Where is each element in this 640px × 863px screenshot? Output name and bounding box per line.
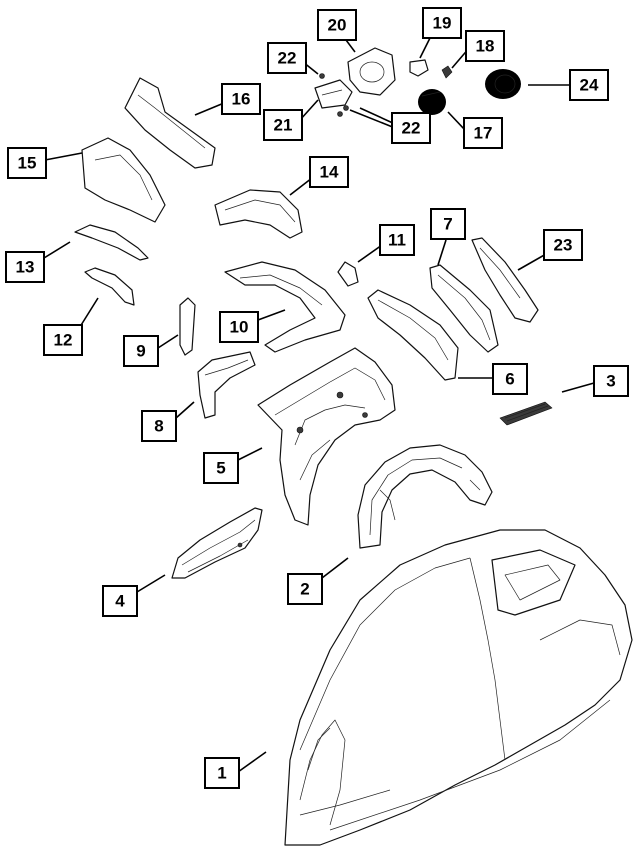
callout-10: 10 <box>219 311 259 343</box>
callout-1: 1 <box>204 757 240 789</box>
callout-18: 18 <box>465 30 505 62</box>
vent-grille <box>499 401 553 426</box>
callout-label: 21 <box>274 116 293 135</box>
callout-22a: 22 <box>267 42 307 74</box>
callout-label: 13 <box>16 258 35 277</box>
rear-panel-section <box>81 137 166 223</box>
rear-body-pillar-panel <box>429 264 499 353</box>
filler-bracket <box>314 79 353 109</box>
inner-quarter-panel <box>257 347 396 526</box>
callout-label: 1 <box>217 764 226 783</box>
callout-label: 9 <box>136 342 145 361</box>
callout-5: 5 <box>203 452 239 484</box>
callout-16: 16 <box>221 83 261 115</box>
callout-label: 6 <box>505 370 514 389</box>
callout-12: 12 <box>43 324 83 356</box>
callout-8: 8 <box>141 410 177 442</box>
callout-label: 23 <box>554 236 573 255</box>
callout-15: 15 <box>7 147 47 179</box>
callout-label: 4 <box>115 592 125 611</box>
callout-label: 12 <box>54 331 73 350</box>
c-pillar-reinforcement <box>471 237 539 323</box>
callout-22b: 22 <box>391 112 431 144</box>
callout-label: 11 <box>388 231 406 250</box>
fuel-door-clip <box>441 65 453 79</box>
callout-label: 7 <box>443 215 452 234</box>
callout-7: 7 <box>430 208 466 240</box>
roof-rail-panel <box>124 77 216 169</box>
leader-lines <box>43 35 595 773</box>
callout-label: 2 <box>300 580 309 599</box>
callout-label: 10 <box>230 318 249 337</box>
callout-24: 24 <box>569 69 609 101</box>
rail-extension-upper <box>74 224 149 261</box>
callout-20: 20 <box>317 9 357 41</box>
pillar-reinforcement <box>197 351 256 419</box>
callout-19: 19 <box>422 7 462 39</box>
wheelhouse-liner <box>357 444 493 549</box>
callout-label: 18 <box>476 37 495 56</box>
rear-rail-panel <box>367 289 459 381</box>
callout-17: 17 <box>463 117 503 149</box>
callout-14: 14 <box>309 156 349 188</box>
fuel-filler-housing <box>347 47 396 96</box>
callout-9: 9 <box>123 335 159 367</box>
callout-label: 19 <box>433 14 452 33</box>
callout-label: 20 <box>328 16 347 35</box>
callout-label: 22 <box>402 119 421 138</box>
fuel-door-ring <box>485 69 521 99</box>
sill-extension <box>171 507 263 579</box>
callout-label: 5 <box>216 459 225 478</box>
callout-label: 8 <box>154 417 163 436</box>
trunk-gutter-panel <box>214 189 303 239</box>
callout-label: 14 <box>320 163 339 182</box>
callout-4: 4 <box>102 585 138 617</box>
wheelhouse-outer <box>224 261 346 353</box>
small-bracket <box>337 261 359 287</box>
fuel-door-hinge <box>409 59 429 77</box>
rail-extension-lower <box>84 267 135 306</box>
callout-21: 21 <box>263 109 303 141</box>
callout-label: 22 <box>278 49 297 68</box>
callout-11: 11 <box>379 224 415 256</box>
callout-label: 15 <box>18 154 37 173</box>
fuel-door <box>418 89 446 115</box>
fasteners <box>319 73 349 117</box>
callout-6: 6 <box>492 363 528 395</box>
pillar-bracket <box>179 297 196 356</box>
callout-label: 17 <box>474 124 493 143</box>
callout-3: 3 <box>593 365 629 397</box>
callout-label: 16 <box>232 90 251 109</box>
callout-label: 3 <box>606 372 615 391</box>
callout-2: 2 <box>287 573 323 605</box>
callout-13: 13 <box>5 251 45 283</box>
callout-label: 24 <box>580 76 599 95</box>
body-side-aperture-panel <box>284 529 633 846</box>
callout-23: 23 <box>543 229 583 261</box>
